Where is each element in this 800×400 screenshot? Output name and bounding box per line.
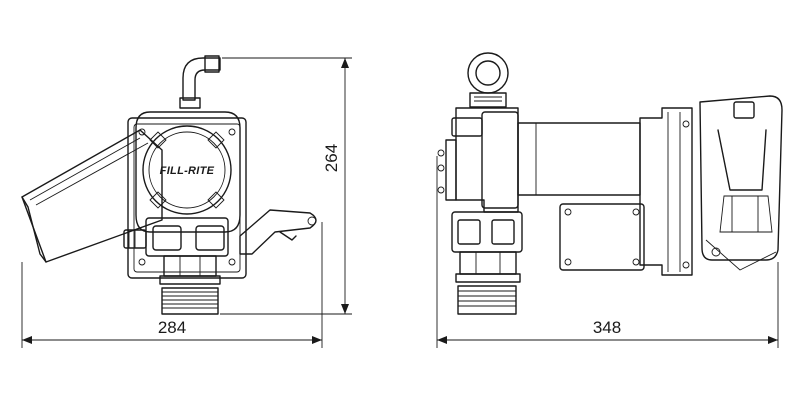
pump-body [455,107,519,213]
outlet-ring [467,52,509,94]
junction-box [559,203,645,271]
motor-flange [639,107,693,276]
side-view-pump [437,52,783,315]
dimension-height-front: 264 [220,57,352,315]
threaded-inlet [161,287,219,315]
height-dimension-label: 264 [322,144,341,172]
side-manifold [451,211,523,253]
width-dimension-label: 284 [158,318,186,337]
pump-housing [135,111,241,233]
brand-label: FILL-RITE [160,165,215,177]
motor-cover [142,125,232,215]
nozzle-holster [21,129,163,263]
switch-lever [239,209,317,255]
dimension-length-side: 348 [436,156,779,348]
side-threaded-inlet [457,285,517,315]
elbow-collar [179,97,201,109]
outlet-elbow [182,57,221,101]
length-dimension-label: 348 [593,318,621,337]
mounting-plate [127,117,247,279]
front-view-pump: FILL-RITE [21,55,317,315]
switch-assembly [699,95,783,261]
elbow-flange [204,55,220,73]
dimension-width-front: 284 [21,222,323,348]
